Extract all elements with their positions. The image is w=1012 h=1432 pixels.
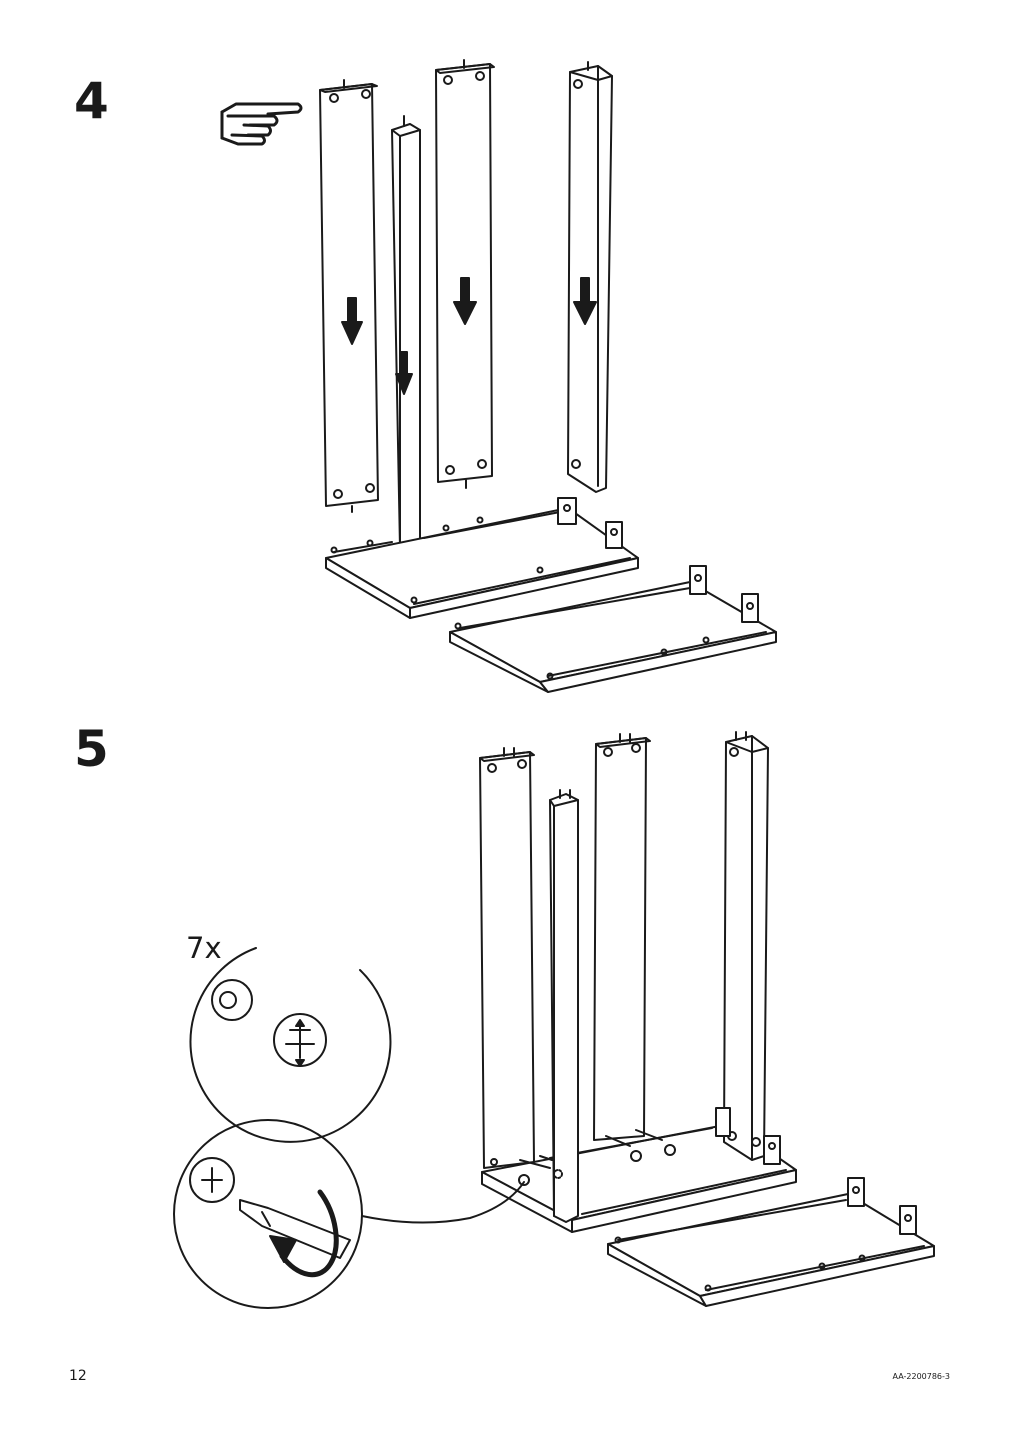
callout-leader-line [361,1181,525,1224]
document-code: AA-2200786-3 [892,1372,950,1381]
down-arrow-icon [453,277,477,325]
rotate-arrow-icon [279,1189,339,1278]
detail-callout-screwdriver [173,1119,363,1309]
step5-side-panel-right [715,731,781,1165]
step4-side-panel-right [567,61,613,493]
step4-top-panel [449,565,777,693]
step5-side-panel-left [479,747,535,1169]
step4-side-panel-left [319,79,379,513]
cam-lock-quantity: 7x [186,931,222,965]
step5-cam-locks [518,1129,676,1186]
detail-callout-cam-lock [189,947,392,1143]
step5-top-panel [607,1177,935,1307]
step4-front-rail [391,115,421,555]
step-5-number: 5 [74,720,109,778]
pointing-hand-icon [220,102,303,146]
cam-lock-icon [219,991,237,1009]
down-arrow-icon [395,351,413,395]
step5-side-panel-middle [593,733,651,1141]
down-arrow-icon [341,297,363,345]
screwdriver-icon [239,1199,351,1259]
page-number: 12 [69,1368,87,1384]
step4-bottom-panel [325,497,639,619]
down-arrow-icon [573,277,597,325]
step4-side-panel-middle [435,59,495,489]
step5-front-rail [549,789,579,1223]
step-4-number: 4 [74,72,109,130]
